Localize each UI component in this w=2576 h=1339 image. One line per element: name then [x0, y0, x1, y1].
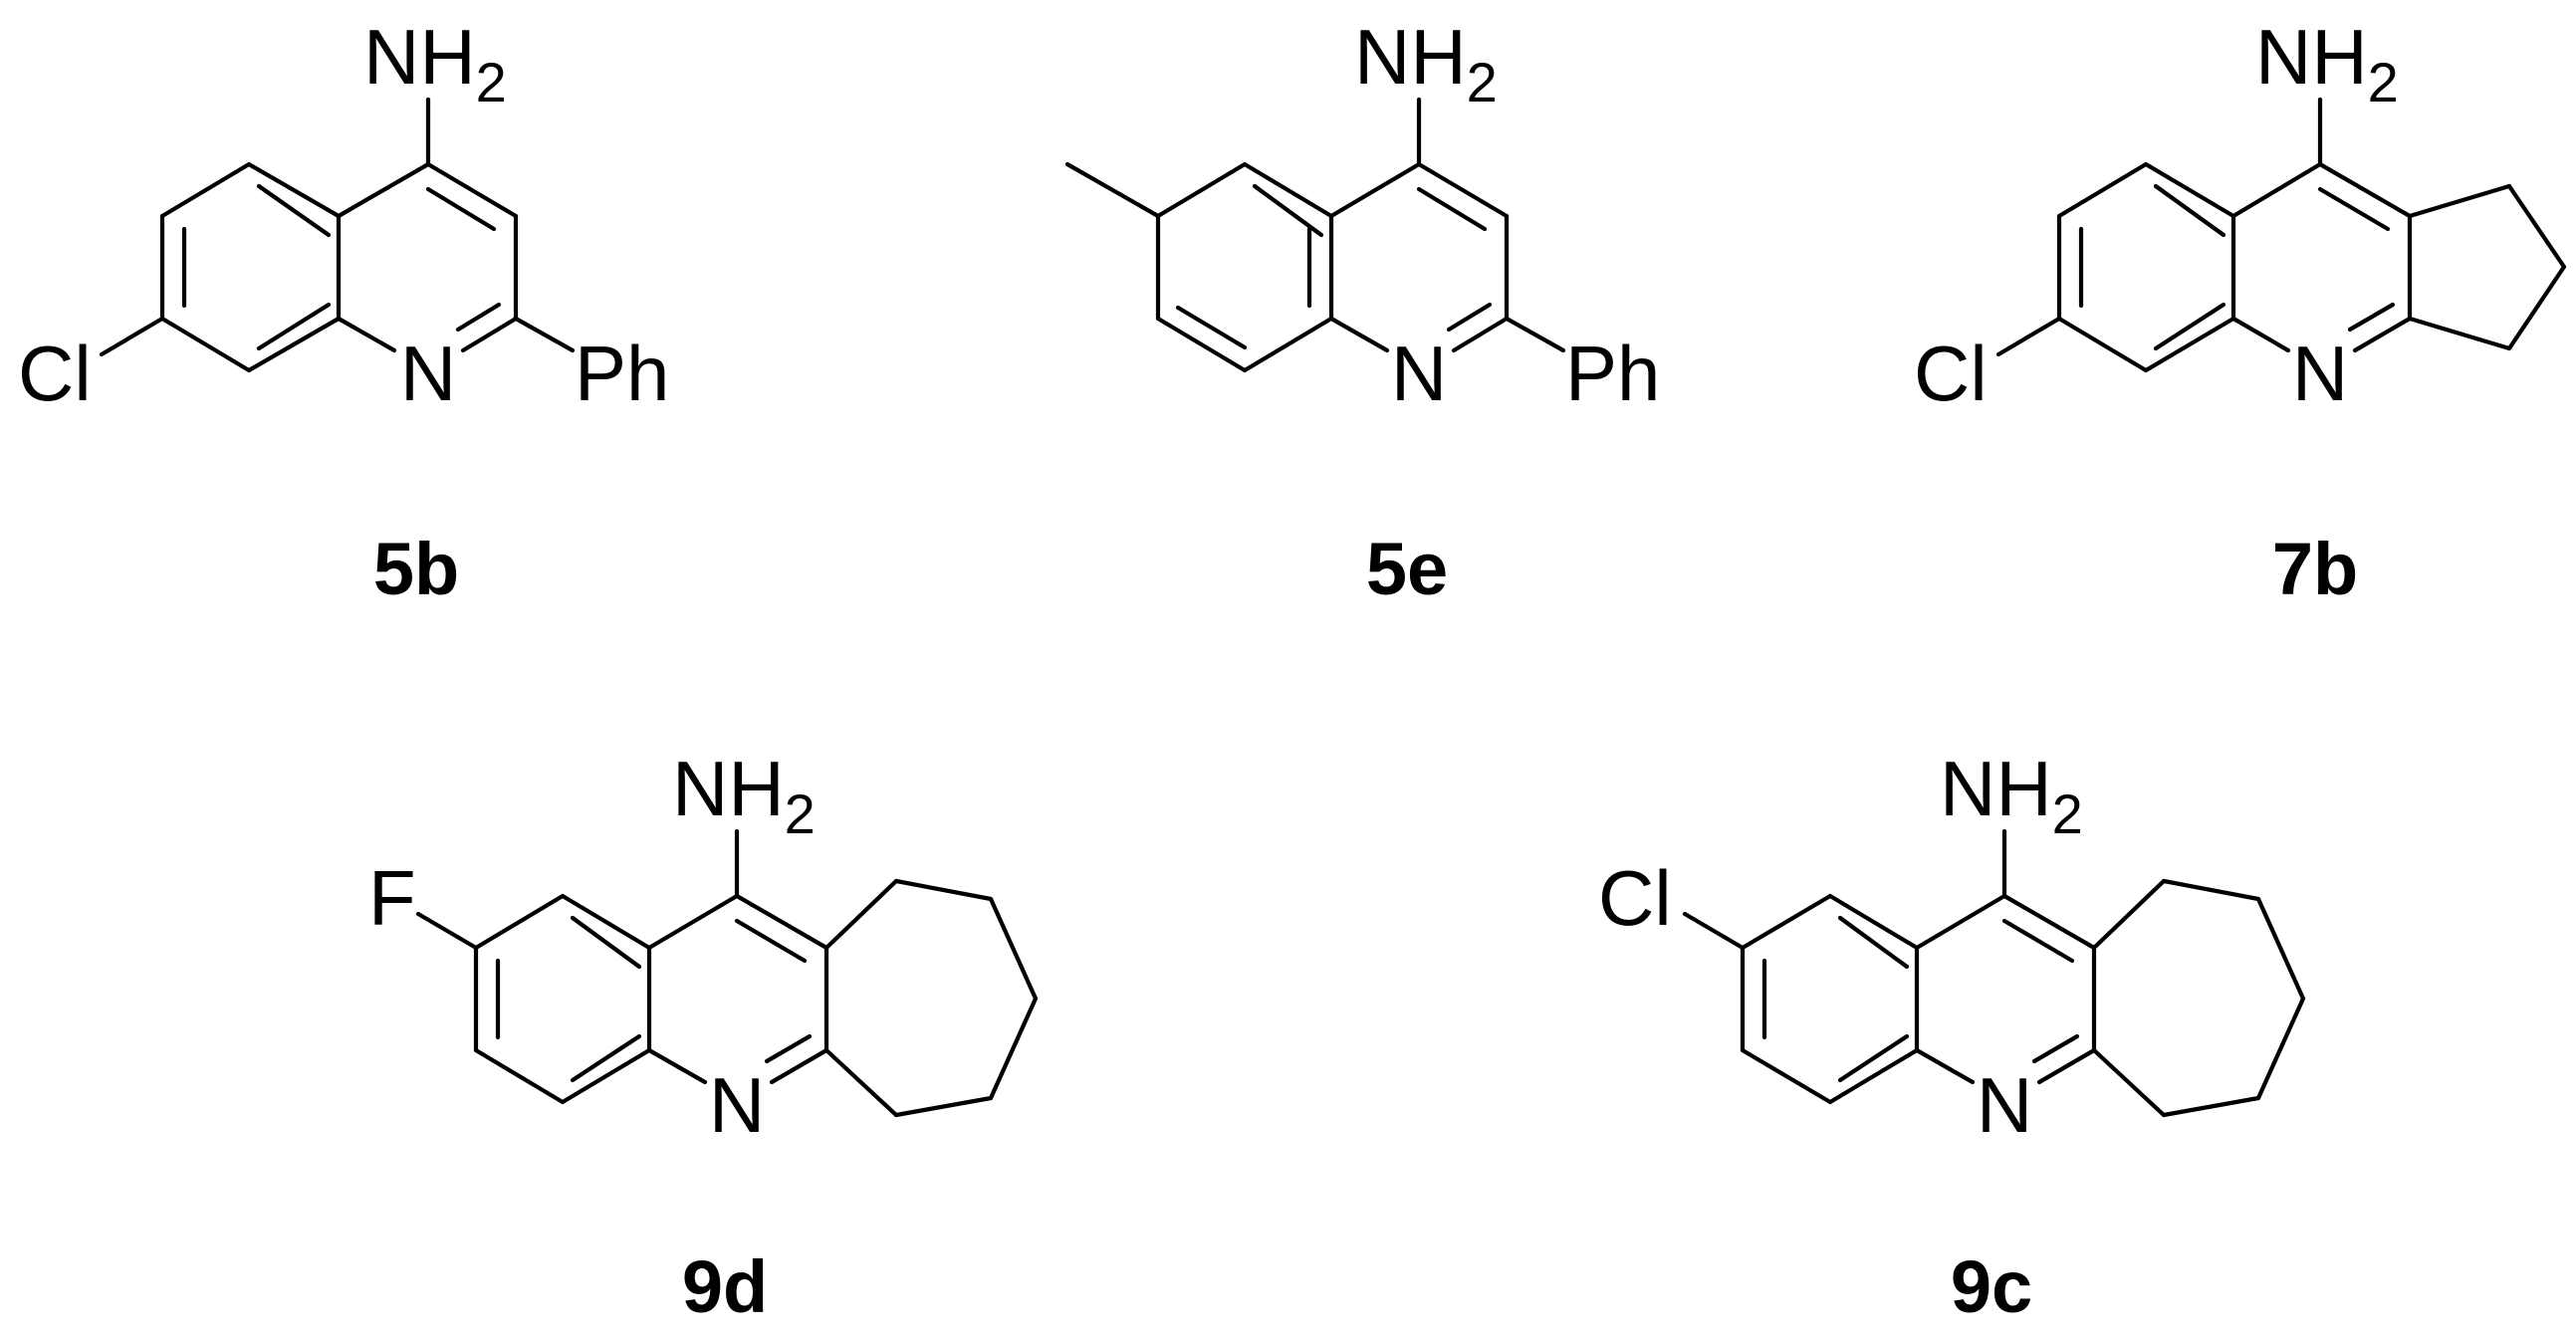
atom-n-9c: N — [1977, 1061, 2032, 1149]
bonds-7b — [1995, 97, 2567, 373]
atom-cl-5b: Cl — [18, 330, 92, 417]
compound-label-5e: 5e — [1366, 528, 1448, 610]
atom-n-5b: N — [400, 330, 456, 417]
bonds-9d — [415, 828, 1039, 1118]
structure-9d: NH2 N F 9d — [368, 745, 1039, 1328]
structure-5b: NH2 N Cl Ph 5b — [18, 13, 669, 610]
atom-nh2-7b: NH2 — [2255, 13, 2399, 113]
atom-nh2-5e: NH2 — [1354, 13, 1498, 113]
compound-label-9d: 9d — [682, 1245, 768, 1328]
atom-nh2-5b: NH2 — [363, 13, 507, 113]
bonds-5b — [99, 97, 576, 373]
structure-5e: NH2 N Ph 5e — [1064, 13, 1660, 610]
atom-f-9d: F — [368, 854, 416, 942]
atom-n-9d: N — [709, 1061, 765, 1149]
bonds-9c — [1682, 828, 2306, 1118]
atom-n-7b: N — [2292, 330, 2348, 417]
structure-7b: NH2 N Cl 7b — [1914, 13, 2567, 610]
atom-cl-7b: Cl — [1914, 330, 1988, 417]
atom-ph-5e: Ph — [1565, 330, 1660, 417]
compound-label-7b: 7b — [2272, 528, 2358, 610]
structure-9c: NH2 N Cl 9c — [1598, 745, 2306, 1328]
atom-nh2-9c: NH2 — [1940, 745, 2083, 845]
atom-nh2-9d: NH2 — [672, 745, 816, 845]
atom-cl-9c: Cl — [1598, 854, 1672, 942]
compound-label-9c: 9c — [1951, 1245, 2032, 1328]
atom-ph-5b: Ph — [575, 330, 669, 417]
atom-n-5e: N — [1391, 330, 1447, 417]
compound-label-5b: 5b — [373, 528, 459, 610]
bonds-5e — [1064, 97, 1566, 373]
